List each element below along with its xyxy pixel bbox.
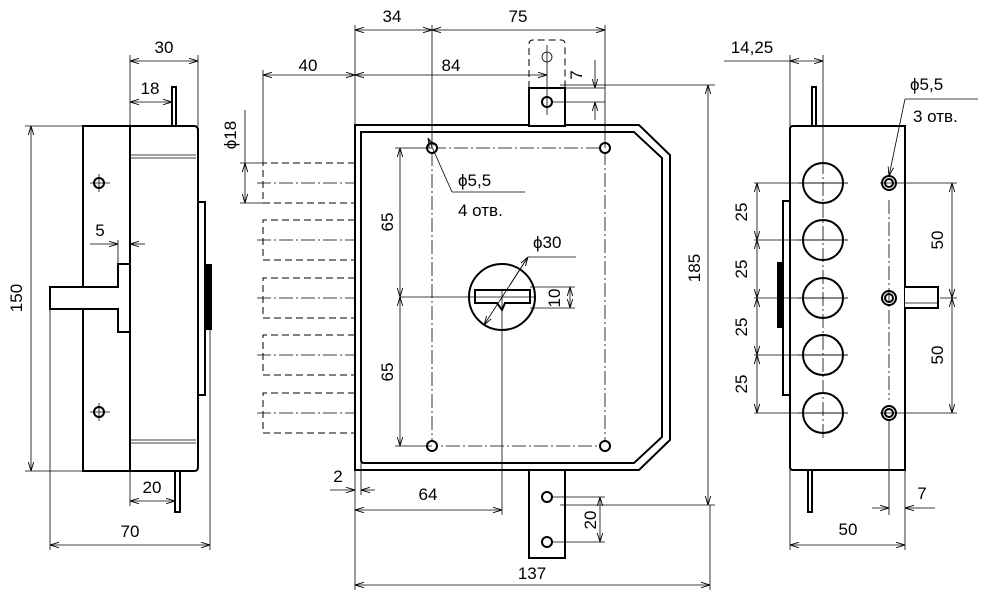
lock-body [354, 124, 671, 471]
left-side-view: 30 18 150 5 20 70 [7, 38, 212, 550]
dim-25: 25 [732, 318, 751, 337]
front-view: 34 75 40 84 7 185 65 65 10 2 64 20 137 ϕ… [262, 7, 715, 590]
dim-185: 185 [685, 254, 704, 282]
key-slot [474, 289, 531, 313]
dim-7-strike: 7 [567, 70, 586, 79]
hole-diameter-note: ϕ5,5 [458, 171, 491, 190]
bolt-diameter-note: ϕ18 [221, 121, 240, 149]
right-hole-count-note: 3 отв. [913, 107, 958, 126]
dim-25: 25 [732, 260, 751, 279]
dim-65-upper: 65 [378, 213, 397, 232]
cylinder-diameter-note: ϕ30 [533, 233, 561, 252]
dim-10: 10 [545, 289, 564, 308]
dim-30: 30 [155, 38, 174, 57]
dim-40: 40 [299, 56, 318, 75]
dim-75: 75 [509, 7, 528, 26]
hole-count-note: 4 отв. [458, 201, 503, 220]
dim-2: 2 [333, 467, 342, 486]
mount-hole [599, 440, 611, 452]
top-bolt [171, 86, 177, 127]
cylinder-tab [777, 262, 782, 328]
dim-50-lower: 50 [928, 346, 947, 365]
dim-18: 18 [141, 79, 160, 98]
dim-14-25: 14,25 [731, 38, 774, 57]
dim-64: 64 [419, 485, 438, 504]
dim-84: 84 [442, 56, 461, 75]
spindle [49, 263, 131, 333]
dim-20-left: 20 [143, 478, 162, 497]
dim-34: 34 [383, 7, 402, 26]
dim-7-edge: 7 [917, 484, 926, 503]
lock-body-inner [360, 131, 663, 464]
dim-5: 5 [95, 221, 104, 240]
dim-25: 25 [732, 203, 751, 222]
right-side-view: 14,25 25 25 25 25 50 50 7 50 ϕ5,5 3 отв. [724, 38, 978, 550]
spindle-end [905, 286, 939, 309]
strike-hole [541, 536, 553, 548]
case-body-edge [789, 125, 906, 471]
dim-25: 25 [732, 375, 751, 394]
dim-50-width: 50 [839, 520, 858, 539]
right-hole-diameter-note: ϕ5,5 [910, 75, 943, 94]
bolts-hidden: ϕ18 [221, 110, 355, 434]
cylinder-tab [205, 264, 212, 330]
dim-137: 137 [518, 564, 546, 583]
top-bolt [811, 86, 817, 127]
dim-70: 70 [121, 522, 140, 541]
mount-hole [884, 293, 894, 303]
cover-plate [197, 201, 206, 396]
bottom-bolt [807, 469, 813, 513]
dim-20-strike: 20 [581, 511, 600, 530]
dim-50-upper: 50 [928, 231, 947, 250]
dim-150: 150 [7, 284, 26, 312]
case-body [129, 125, 199, 472]
bottom-strike-plate [528, 469, 566, 559]
strike-hole [541, 491, 553, 503]
bottom-bolt [174, 470, 181, 513]
dim-65-lower: 65 [378, 363, 397, 382]
